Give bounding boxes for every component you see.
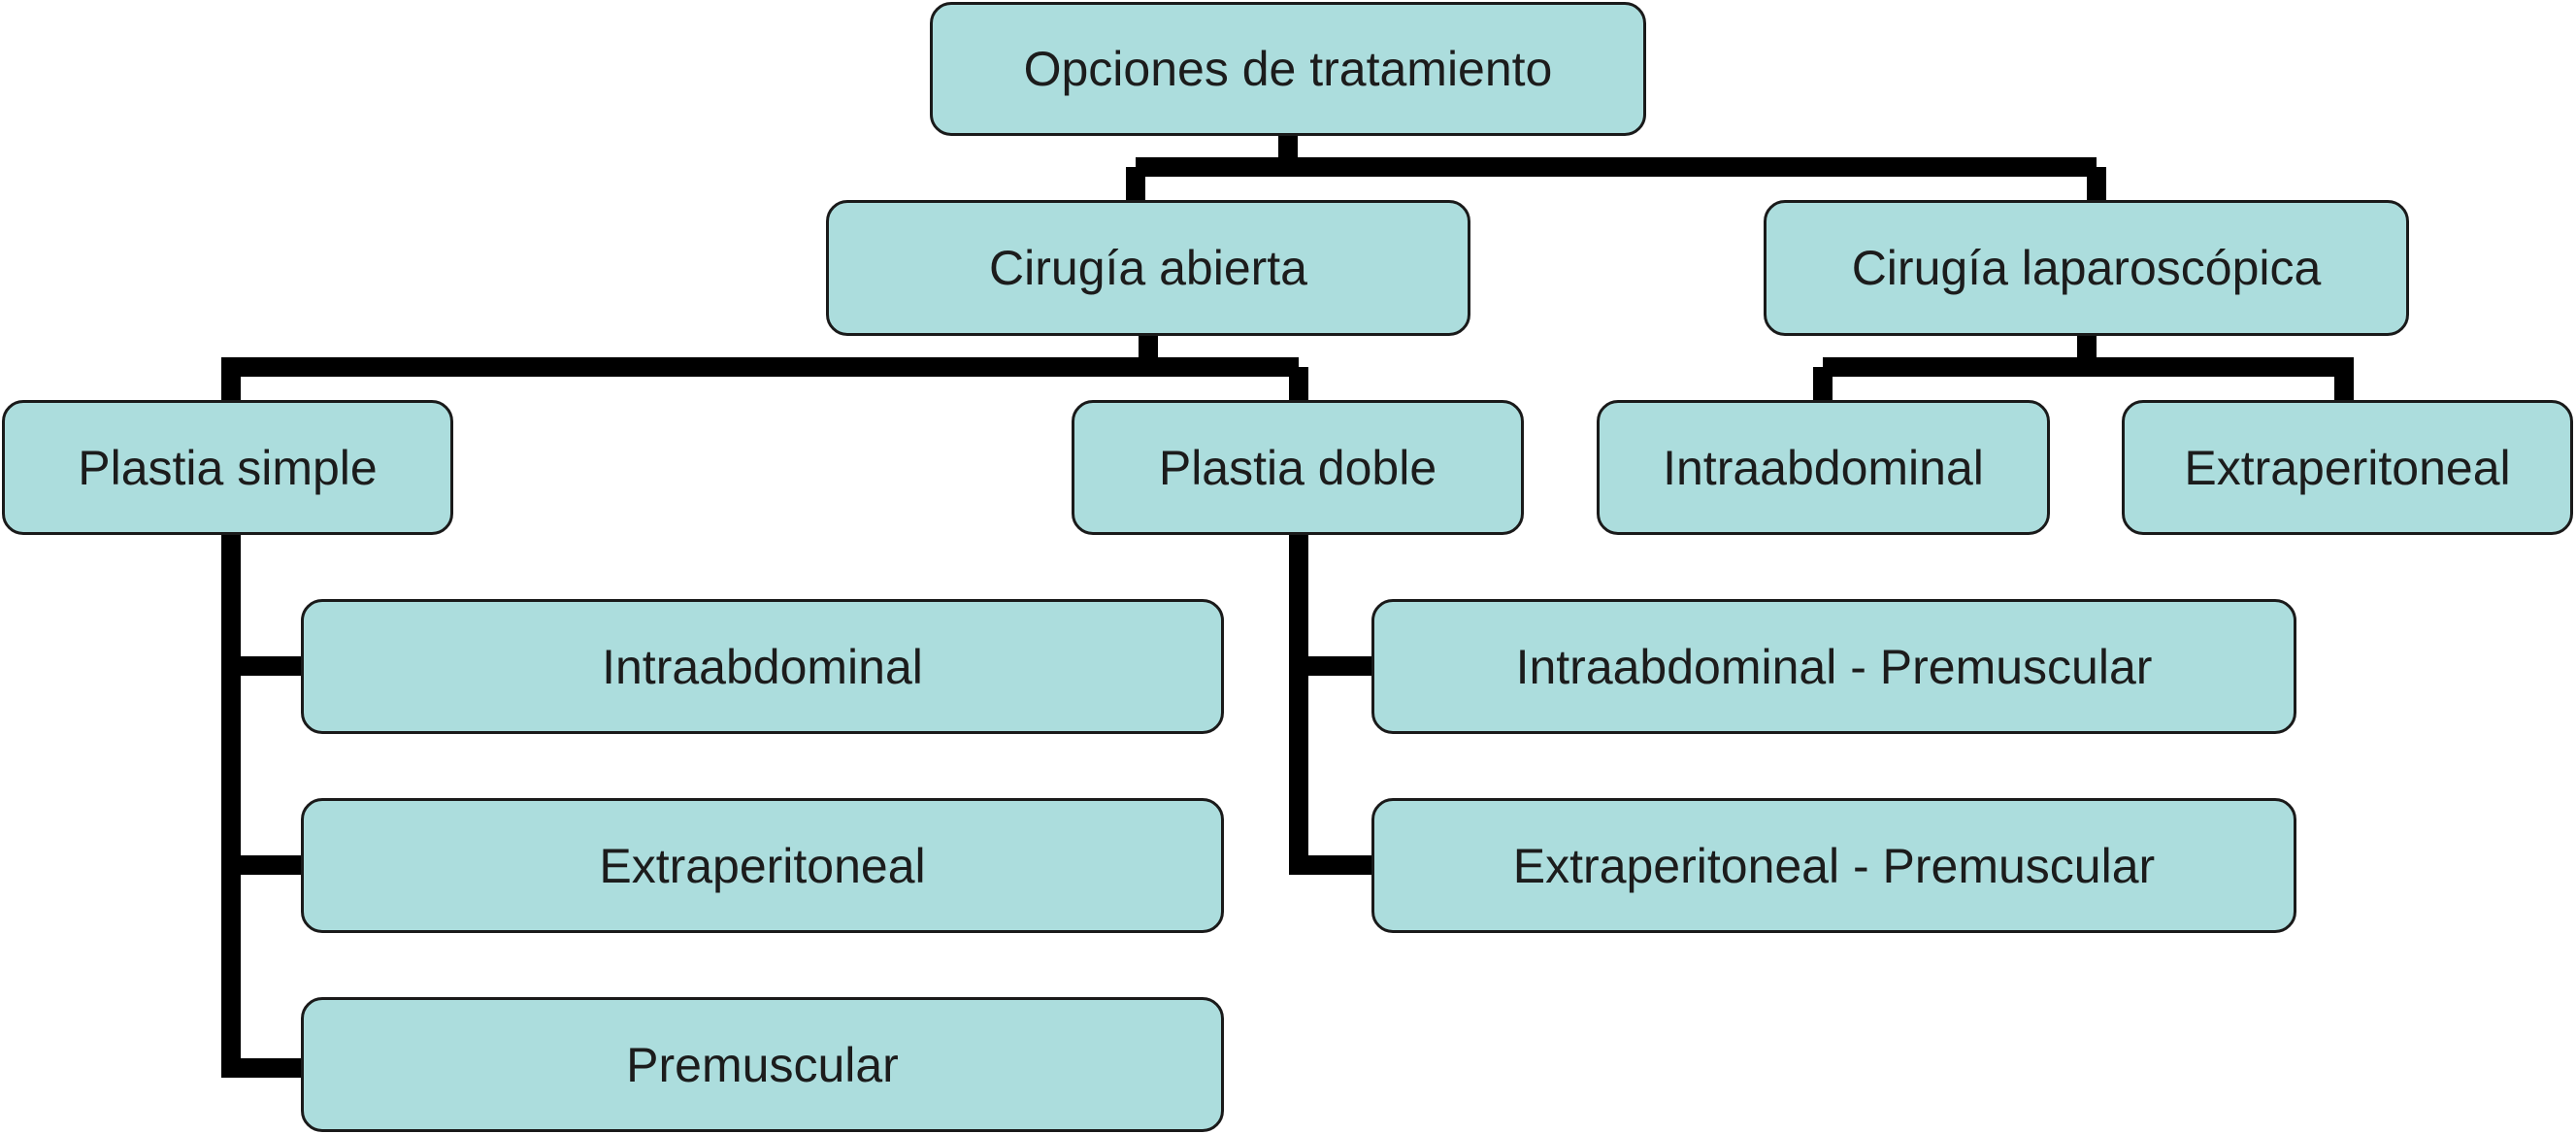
laparoscopic-intraabdominal-label: Intraabdominal bbox=[1663, 440, 1984, 495]
root-node-label: Opciones de tratamiento bbox=[1023, 42, 1553, 96]
simple-intraabdominal-label: Intraabdominal bbox=[602, 639, 923, 694]
node-double-intraabdominal-premuscular: Intraabdominal - Premuscular bbox=[1371, 599, 2296, 734]
node-double-extraperitoneal-premuscular: Extraperitoneal - Premuscular bbox=[1371, 798, 2296, 933]
connector-double-plasty-trunk bbox=[1289, 534, 1371, 875]
node-laparoscopic-intraabdominal: Intraabdominal bbox=[1597, 400, 2050, 535]
connector-simple-plasty-trunk bbox=[221, 534, 301, 1078]
connector-open-surgery-to-plasties bbox=[221, 335, 1308, 400]
laparoscopic-extraperitoneal-label: Extraperitoneal bbox=[2184, 440, 2511, 495]
simple-plasty-label: Plastia simple bbox=[78, 440, 378, 495]
simple-premuscular-label: Premuscular bbox=[626, 1037, 899, 1092]
laparoscopic-surgery-label: Cirugía laparoscópica bbox=[1851, 241, 2322, 295]
node-simple-premuscular: Premuscular bbox=[301, 997, 1224, 1132]
node-laparoscopic-surgery: Cirugía laparoscópica bbox=[1764, 200, 2409, 336]
node-simple-plasty: Plastia simple bbox=[2, 400, 453, 535]
double-extraperitoneal-premuscular-label: Extraperitoneal - Premuscular bbox=[1512, 838, 2156, 893]
node-open-surgery: Cirugía abierta bbox=[826, 200, 1470, 336]
node-laparoscopic-extraperitoneal: Extraperitoneal bbox=[2122, 400, 2573, 535]
root-node-treatment-options: Opciones de tratamiento bbox=[930, 2, 1646, 136]
open-surgery-label: Cirugía abierta bbox=[989, 241, 1307, 295]
double-plasty-label: Plastia doble bbox=[1158, 440, 1437, 495]
simple-extraperitoneal-label: Extraperitoneal bbox=[599, 838, 926, 893]
connector-laparoscopic-to-children bbox=[1813, 335, 2354, 400]
double-intraabdominal-premuscular-label: Intraabdominal - Premuscular bbox=[1515, 639, 2153, 694]
node-simple-extraperitoneal: Extraperitoneal bbox=[301, 798, 1224, 933]
node-simple-intraabdominal: Intraabdominal bbox=[301, 599, 1224, 734]
node-double-plasty: Plastia doble bbox=[1072, 400, 1524, 535]
